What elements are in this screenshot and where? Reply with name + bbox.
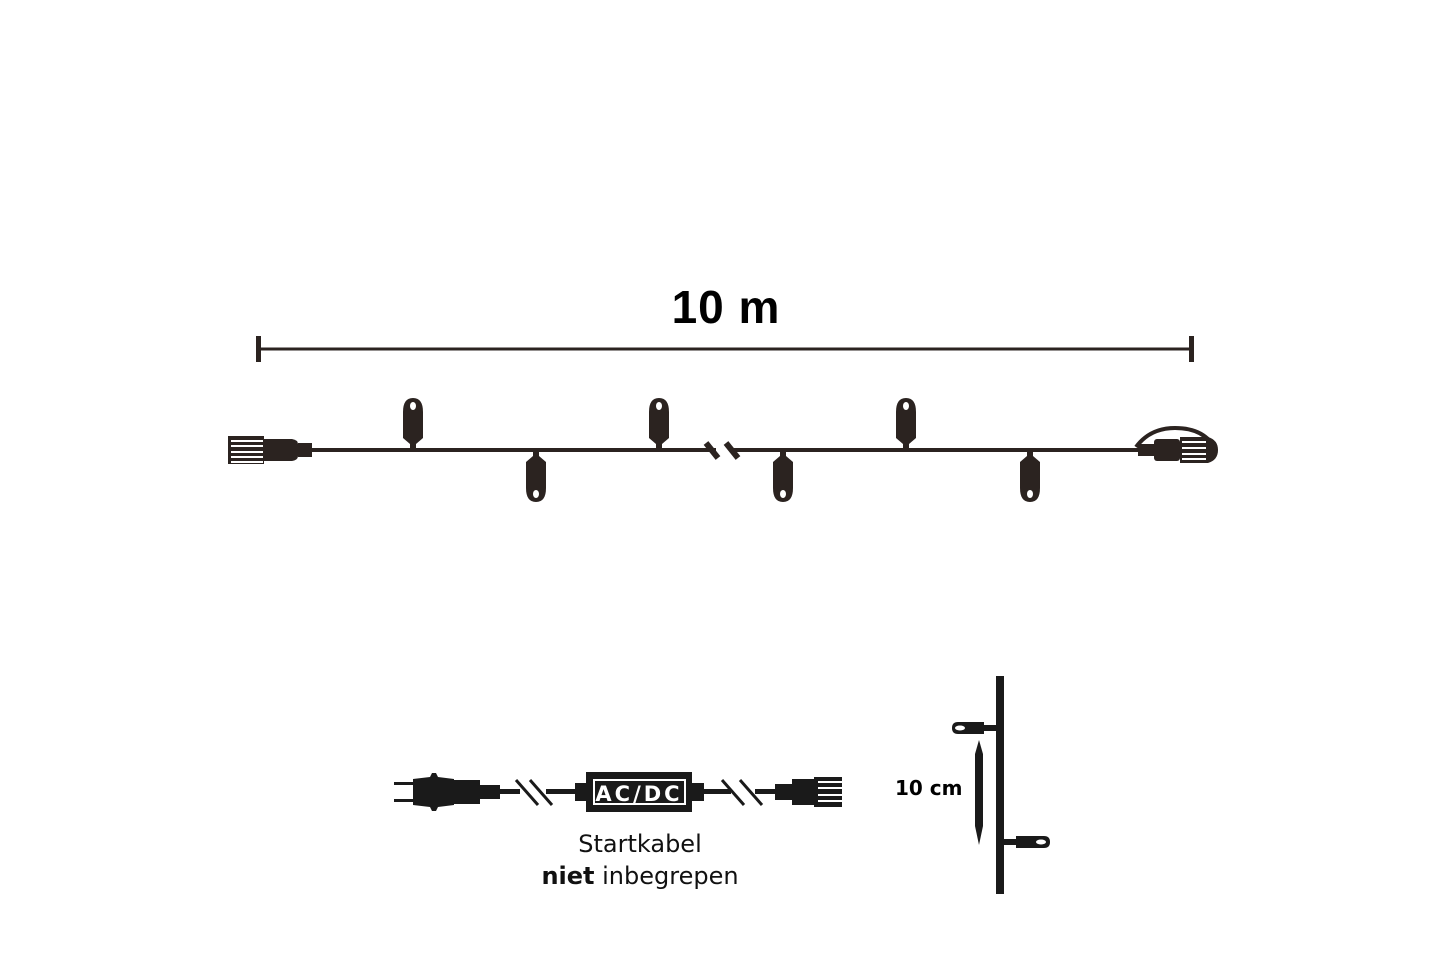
acdc-label: AC/DC <box>595 782 682 806</box>
caption-line-2: niet inbegrepen <box>440 860 840 892</box>
bulb-icon-1 <box>403 398 423 450</box>
bulb-spacing-detail <box>952 676 1050 894</box>
cable-break-icon <box>703 441 741 460</box>
bulb-icon-4 <box>773 450 793 502</box>
length-label: 10 m <box>671 281 781 333</box>
spacing-label: 10 cm <box>895 776 963 800</box>
bulb-icon-2 <box>526 450 546 502</box>
caption-rest: inbegrepen <box>594 862 739 890</box>
bulb-icon-5 <box>896 398 916 450</box>
bulb-icon-6 <box>1020 450 1040 502</box>
length-ruler <box>256 336 1194 362</box>
caption-line-1: Startkabel <box>578 830 702 858</box>
start-cable <box>394 772 842 812</box>
start-cable-caption: Startkabel niet inbegrepen <box>440 828 840 892</box>
male-connector-icon <box>228 436 312 464</box>
bulb-icon-3 <box>649 398 669 450</box>
caption-bold-word: niet <box>541 862 595 890</box>
female-connector-with-cap-icon <box>1134 425 1218 463</box>
